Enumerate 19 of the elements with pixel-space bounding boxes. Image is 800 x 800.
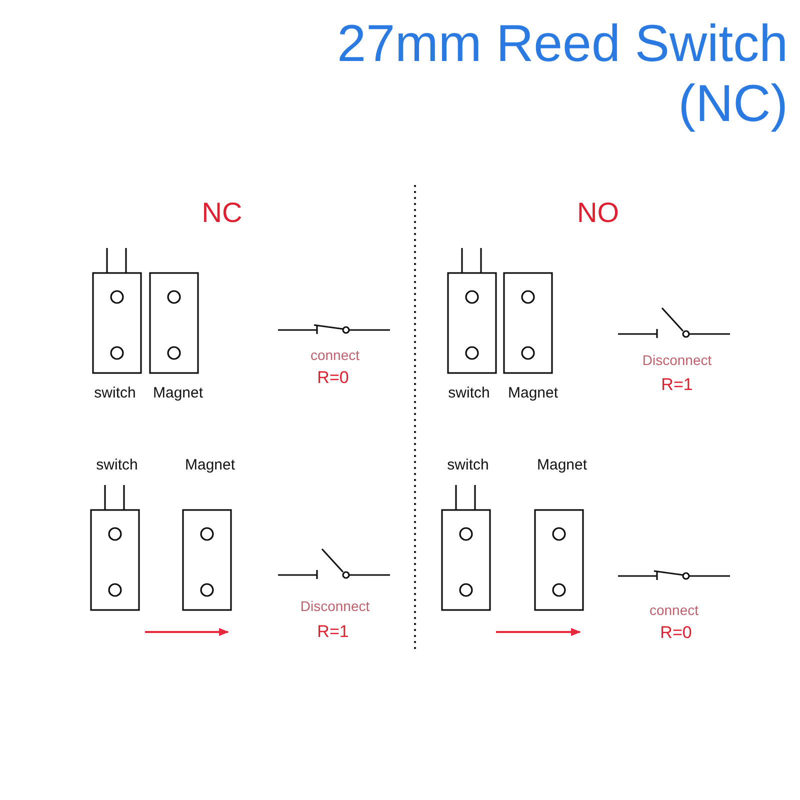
part-label: Magnet <box>184 456 236 474</box>
resistance-label: R=1 <box>661 375 693 395</box>
resistance-label: R=0 <box>317 368 349 388</box>
part-label: switch <box>448 384 490 402</box>
state-label: Disconnect <box>642 352 712 368</box>
title: 27mm Reed Switch (NC) <box>336 14 788 134</box>
part-label: switch <box>96 456 138 474</box>
part-label: Magnet <box>152 384 204 402</box>
part-label: Magnet <box>508 384 558 402</box>
section-heading: NC <box>202 197 242 229</box>
section-heading: NO <box>577 197 619 229</box>
resistance-label: R=1 <box>317 622 349 642</box>
part-label: switch <box>447 456 489 474</box>
state-label: Disconnect <box>300 598 370 614</box>
part-label: Magnet <box>536 456 588 474</box>
state-label: connect <box>310 347 360 363</box>
state-label: connect <box>649 602 699 618</box>
part-label: switch <box>94 384 136 402</box>
resistance-label: R=0 <box>660 623 692 643</box>
